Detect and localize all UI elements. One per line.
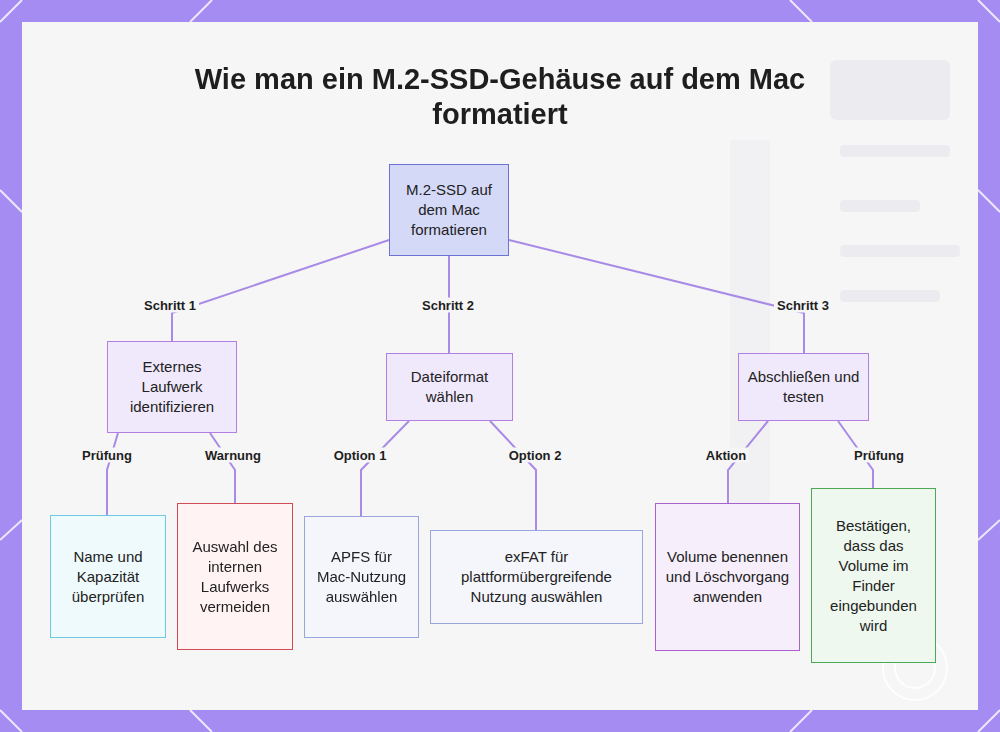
edge-label: Prüfung [79, 448, 135, 463]
warning-box: Auswahl des internen Laufwerks vermeiden [177, 503, 293, 650]
node-text-group: Abschließen und testen [747, 367, 860, 407]
option-box: APFS für Mac-Nutzung auswählen [304, 516, 419, 638]
connector [509, 240, 804, 353]
edge-label: Schritt 1 [141, 298, 199, 313]
step-box: Dateiformat wählen [386, 353, 513, 421]
node-text: M.2-SSD auf dem Mac formatieren [398, 180, 500, 240]
step-box: Abschließen und testen [738, 353, 869, 421]
node-text: exFAT für plattformübergreifende Nutzung… [439, 547, 634, 607]
node-text: Externes Laufwerk identifizieren [116, 357, 228, 417]
connector [490, 421, 536, 530]
edge-label: Schritt 2 [419, 298, 477, 313]
root-box: M.2-SSD auf dem Mac formatieren [389, 164, 509, 256]
check-box: Name und Kapazität überprüfen [50, 515, 166, 638]
node-text-group: exFAT für plattformübergreifende Nutzung… [439, 547, 634, 607]
connector [361, 421, 409, 516]
edge-label: Aktion [703, 448, 749, 463]
node-text: Dateiformat wählen [395, 367, 504, 407]
node-text: APFS für Mac-Nutzung auswählen [313, 547, 410, 607]
node-text: Auswahl des internen Laufwerks vermeiden [186, 537, 284, 617]
node-text-group: Auswahl des internen Laufwerks vermeiden [186, 537, 284, 617]
node-text: Bestätigen, dass das Volume im Finder ei… [820, 516, 927, 636]
connector [210, 433, 235, 503]
node-text: Volume benennen und Löschvorgang anwende… [664, 547, 791, 607]
edge-label: Prüfung [851, 448, 907, 463]
action-box: Volume benennen und Löschvorgang anwende… [655, 503, 800, 651]
node-text-group: APFS für Mac-Nutzung auswählen [313, 547, 410, 607]
connector [172, 240, 389, 341]
node-text-group: Dateiformat wählen [395, 367, 504, 407]
connector [107, 433, 118, 515]
option-box: exFAT für plattformübergreifende Nutzung… [430, 530, 643, 624]
node-text-group: Volume benennen und Löschvorgang anwende… [664, 547, 791, 607]
edge-label: Schritt 3 [774, 298, 832, 313]
edge-label: Option 1 [331, 448, 390, 463]
node-text-group: Externes Laufwerk identifizieren [116, 357, 228, 417]
edge-label: Warnung [202, 448, 264, 463]
edge-label: Option 2 [506, 448, 565, 463]
node-text: Name und Kapazität überprüfen [59, 547, 157, 607]
node-text-group: M.2-SSD auf dem Mac formatieren [398, 180, 500, 240]
diagram-title: Wie man ein M.2-SSD-Gehäuse auf dem Mac … [170, 62, 830, 132]
node-text-group: Bestätigen, dass das Volume im Finder ei… [820, 516, 927, 636]
node-text-group: Name und Kapazität überprüfen [59, 547, 157, 607]
faded-background [730, 60, 960, 540]
check-box: Bestätigen, dass das Volume im Finder ei… [811, 488, 936, 663]
node-text: Abschließen und testen [747, 367, 860, 407]
step-box: Externes Laufwerk identifizieren [107, 341, 237, 433]
